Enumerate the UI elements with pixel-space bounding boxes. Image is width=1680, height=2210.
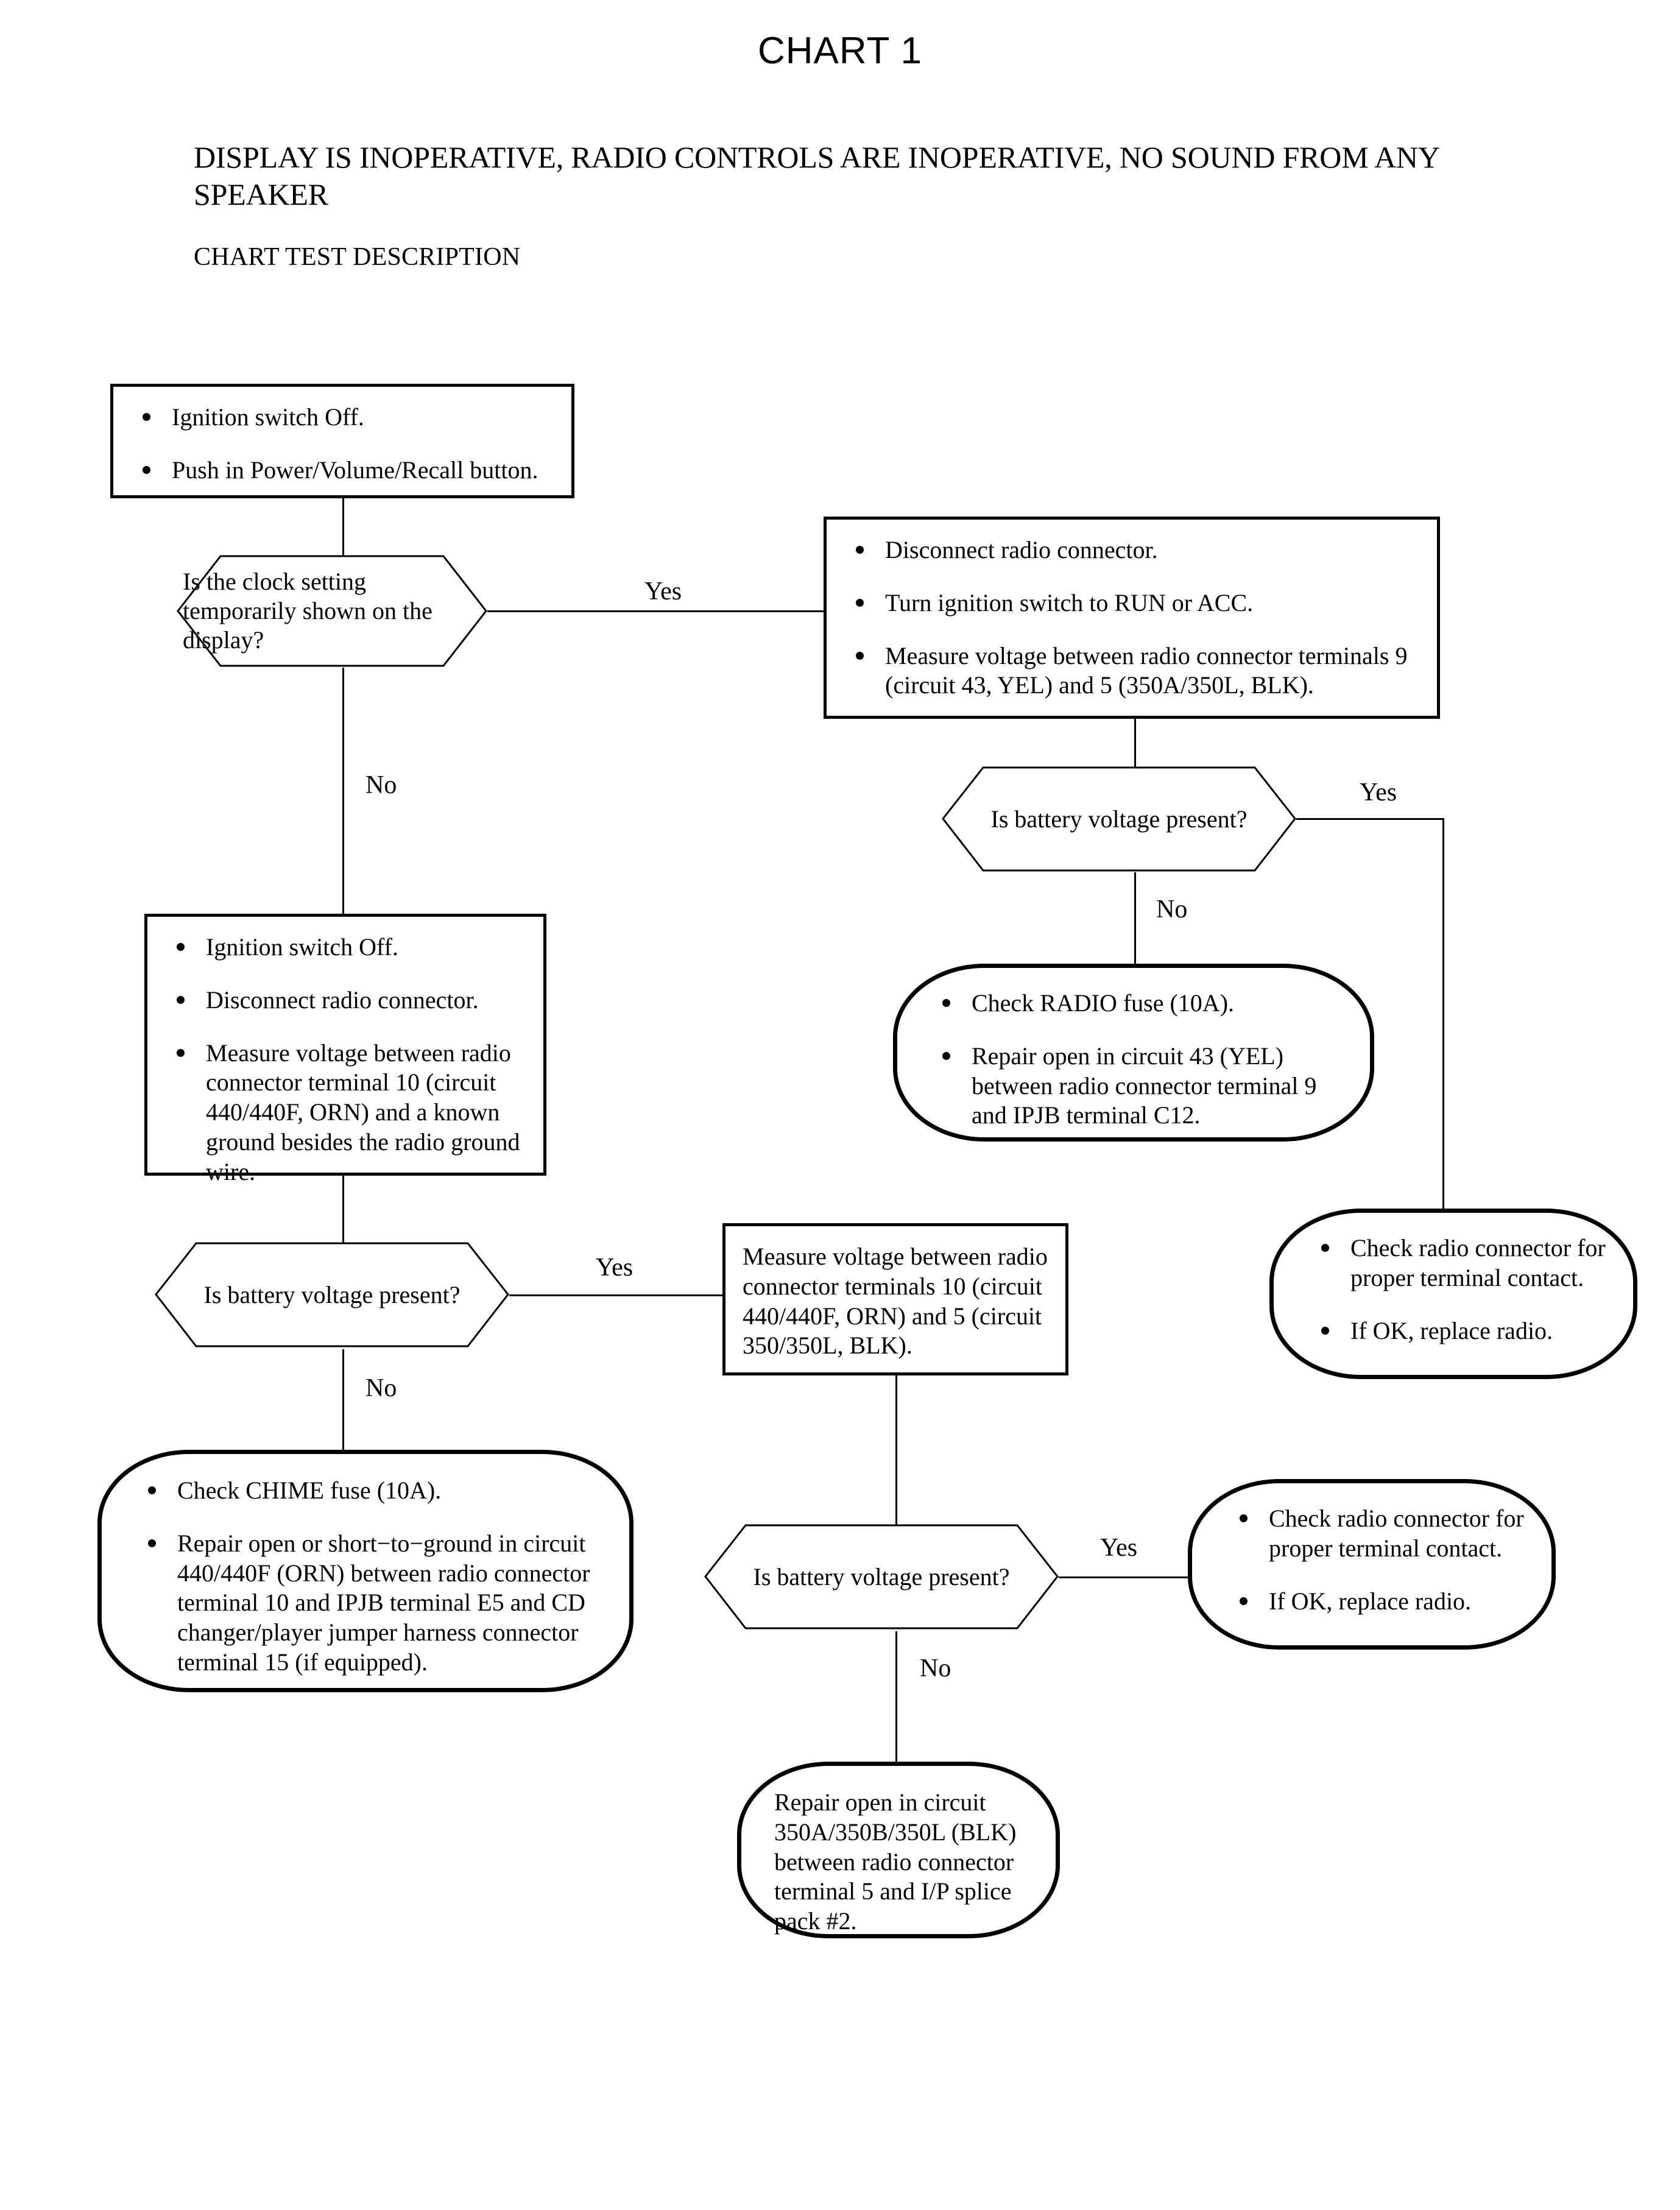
list-item: Disconnect radio connector. [168, 986, 525, 1015]
list-item: Check radio connector for proper termina… [1313, 1234, 1609, 1293]
terminal-radio-fuse: Check RADIO fuse (10A). Repair open in c… [893, 964, 1374, 1142]
hexagon-outline-icon [177, 554, 487, 668]
symptom-heading: DISPLAY IS INOPERATIVE, RADIO CONTROLS A… [194, 140, 1439, 211]
measure-10-5-text: Measure voltage between radio connector … [743, 1243, 1048, 1360]
branch-label-batt2-no: No [365, 1374, 397, 1402]
branch-label-batt1-no: No [1156, 895, 1188, 923]
process-box-disconnect-measure: Disconnect radio connector. Turn ignitio… [824, 517, 1440, 719]
process-box-ground-measure: Ignition switch Off. Disconnect radio co… [144, 914, 546, 1185]
terminal-chime-fuse: Check CHIME fuse (10A). Repair open or s… [97, 1450, 634, 1692]
hexagon-outline-icon [155, 1241, 509, 1348]
list-item: Check RADIO fuse (10A). [934, 989, 1343, 1019]
connector-batt2-no [342, 1349, 344, 1450]
list-item: Turn ignition switch to RUN or ACC. [847, 588, 1419, 618]
disconnect-box-list: Disconnect radio connector. Turn ignitio… [847, 535, 1419, 701]
test-description-heading: CHART TEST DESCRIPTION [194, 243, 521, 271]
connector-measure-to-batt3 [895, 1375, 897, 1541]
check-connector-list-2: Check radio connector for proper termina… [1231, 1504, 1527, 1616]
list-item: Check radio connector for proper termina… [1231, 1504, 1527, 1564]
process-box-start: Ignition switch Off. Push in Power/Volum… [110, 384, 574, 498]
page-title: CHART 1 [757, 30, 922, 72]
start-box-list: Ignition switch Off. Push in Power/Volum… [134, 403, 553, 485]
connector-ground-to-batt2 [342, 1176, 344, 1261]
connector-batt3-yes [1059, 1576, 1188, 1578]
decision-label: Is the clock setting temporarily shown o… [183, 568, 432, 654]
terminal-check-connector-2: Check radio connector for proper termina… [1188, 1479, 1556, 1650]
check-connector-list-1: Check radio connector for proper termina… [1313, 1234, 1609, 1346]
terminal-check-connector-1: Check radio connector for proper termina… [1269, 1209, 1637, 1379]
connector-start-to-clock [342, 498, 344, 577]
connector-clock-no [342, 668, 344, 914]
terminal-repair-350: Repair open in circuit 350A/350B/350L (B… [737, 1762, 1060, 1938]
connector-batt3-no [895, 1631, 897, 1762]
branch-label-batt3-yes: Yes [1100, 1534, 1138, 1562]
connector-batt1-no [1134, 872, 1136, 964]
hexagon-outline-icon [942, 766, 1296, 872]
list-item: Repair open in circuit 43 (YEL) between … [934, 1042, 1343, 1131]
list-item: Check CHIME fuse (10A). [139, 1476, 599, 1506]
list-item: If OK, replace radio. [1231, 1587, 1527, 1617]
branch-label-batt1-yes: Yes [1360, 778, 1397, 807]
list-item: If OK, replace radio. [1313, 1316, 1609, 1346]
list-item: Measure voltage between radio connector … [168, 1039, 525, 1187]
decision-battery-voltage-1: Is battery voltage present? [942, 766, 1296, 872]
decision-label: Is battery voltage present? [203, 1280, 461, 1308]
decision-battery-voltage-3: Is battery voltage present? [704, 1523, 1059, 1630]
list-item: Repair open or short−to−ground in circui… [139, 1529, 599, 1678]
ground-measure-list: Ignition switch Off. Disconnect radio co… [168, 933, 525, 1187]
list-item: Ignition switch Off. [134, 403, 553, 432]
connector-batt1-yes-h [1296, 818, 1444, 820]
connector-batt1-yes-v [1442, 818, 1444, 1209]
decision-label: Is battery voltage present? [753, 1562, 1010, 1590]
decision-label: Is battery voltage present? [990, 805, 1248, 833]
list-item: Ignition switch Off. [168, 933, 525, 962]
repair-350-text: Repair open in circuit 350A/350B/350L (B… [774, 1788, 1017, 1935]
decision-clock-setting: Is the clock setting temporarily shown o… [177, 554, 487, 668]
list-item: Disconnect radio connector. [847, 535, 1419, 565]
branch-label-batt2-yes: Yes [596, 1254, 634, 1282]
branch-label-batt3-no: No [920, 1654, 951, 1682]
connector-batt2-yes [509, 1294, 722, 1296]
list-item: Push in Power/Volume/Recall button. [134, 456, 553, 485]
connector-clock-yes [487, 610, 824, 612]
process-box-measure-10-5: Measure voltage between radio connector … [722, 1223, 1068, 1375]
chime-fuse-list: Check CHIME fuse (10A). Repair open or s… [139, 1476, 599, 1678]
decision-battery-voltage-2: Is battery voltage present? [155, 1241, 509, 1348]
radio-fuse-list: Check RADIO fuse (10A). Repair open in c… [934, 989, 1343, 1131]
branch-label-clock-no: No [365, 771, 397, 799]
list-item: Measure voltage between radio connector … [847, 641, 1419, 701]
hexagon-outline-icon [704, 1523, 1059, 1630]
branch-label-clock-yes: Yes [644, 577, 682, 605]
